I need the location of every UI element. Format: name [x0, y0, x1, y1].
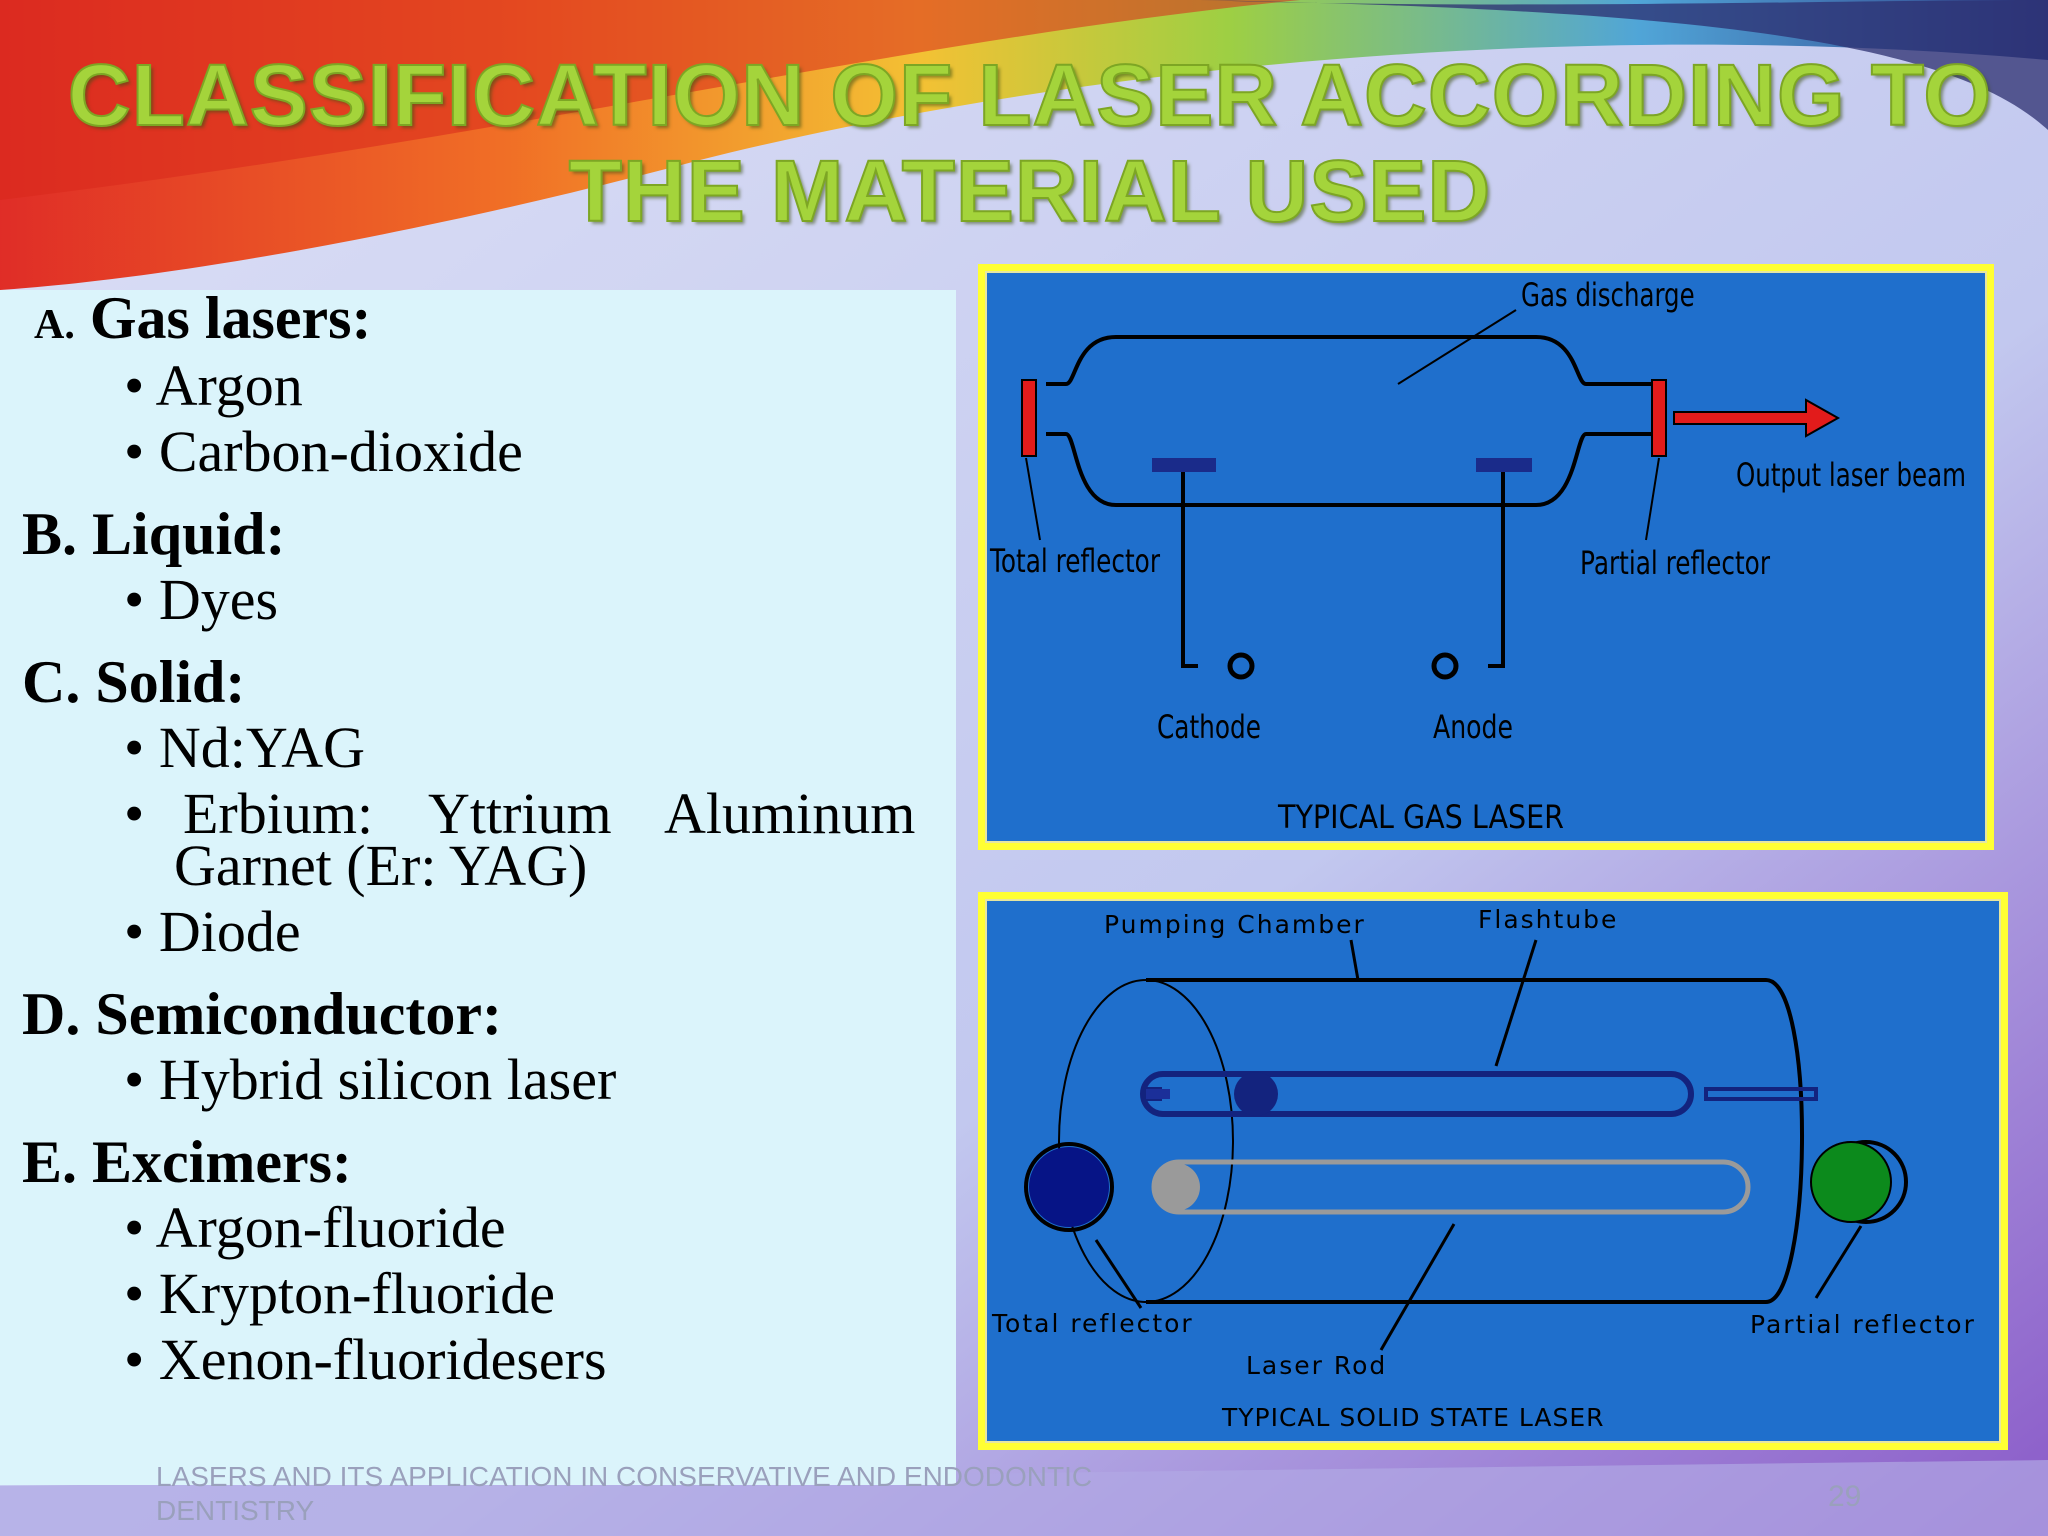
list-item-word: Yttrium — [428, 781, 612, 846]
title-line-2: THE MATERIAL USED — [568, 143, 1492, 241]
chamber-end — [1058, 979, 1234, 1303]
list-item: • Argon — [124, 353, 303, 418]
label-pumping-chamber: Pumping Chamber — [1104, 910, 1366, 939]
total-reflector-shape — [1021, 379, 1037, 457]
cathode-plate — [1152, 458, 1216, 472]
list-item: • Carbon-dioxide — [124, 419, 523, 484]
footer-line-2: DENTISTRY — [156, 1495, 315, 1526]
label-cathode: Cathode — [1157, 708, 1261, 746]
label-total-reflector: Total reflector — [989, 542, 1160, 580]
page-number: 29 — [1828, 1480, 1862, 1513]
solid-state-laser-diagram: Pumping Chamber Flashtube Total reflecto… — [978, 892, 2008, 1450]
title-line-1: CLASSIFICATION OF LASER ACCORDING TO — [67, 47, 1993, 145]
list-item: • Argon-fluoride — [124, 1195, 506, 1260]
list-item-continuation: Garnet (Er: YAG) — [174, 833, 588, 898]
list-item: • — [124, 781, 145, 846]
heading-gas-lasers: A. Gas lasers: — [34, 284, 371, 353]
label-output-beam: Output laser beam — [1736, 456, 1966, 494]
label-total-reflector: Total reflector — [991, 1309, 1194, 1338]
label-partial-reflector: Partial reflector — [1750, 1310, 1976, 1339]
label-laser-rod: Laser Rod — [1246, 1351, 1387, 1380]
list-item: • Krypton-fluoride — [124, 1261, 556, 1326]
list-item: • Xenon-fluoridesers — [124, 1327, 607, 1392]
heading-semiconductor: D. Semiconductor: — [22, 981, 502, 1047]
label-flashtube: Flashtube — [1478, 905, 1618, 934]
heading-letter-a: A. — [34, 302, 75, 348]
total-reflector-shape — [1029, 1147, 1109, 1227]
heading-liquid: B. Liquid: — [22, 501, 286, 567]
anode-terminal — [1431, 652, 1459, 680]
output-beam-arrow — [1673, 398, 1841, 438]
classification-panel — [0, 290, 956, 1485]
list-item: • Nd:YAG — [124, 715, 366, 780]
heading-solid: C. Solid: — [22, 649, 246, 715]
list-item: • Hybrid silicon laser — [124, 1047, 617, 1112]
list-item: • Dyes — [124, 567, 279, 632]
gas-diagram-caption: TYPICAL GAS LASER — [1277, 798, 1564, 836]
slide-footer: LASERS AND ITS APPLICATION IN CONSERVATI… — [156, 1460, 1092, 1528]
list-item-word: Erbium: — [183, 781, 374, 846]
partial-reflector-shape — [1651, 379, 1667, 457]
heading-gas-title: Gas lasers: — [89, 285, 372, 351]
label-partial-reflector: Partial reflector — [1580, 544, 1771, 582]
label-gas-discharge: Gas discharge — [1521, 277, 1695, 315]
flashtube-end — [1234, 1072, 1278, 1116]
list-item-word: Aluminum — [664, 781, 916, 846]
heading-excimers: E. Excimers: — [22, 1129, 352, 1195]
partial-reflector-shape — [1810, 1141, 1892, 1223]
footer-line-1: LASERS AND ITS APPLICATION IN CONSERVATI… — [156, 1461, 1093, 1492]
label-anode: Anode — [1433, 708, 1513, 746]
list-item: • Diode — [124, 899, 301, 964]
gas-laser-diagram: Gas discharge Output laser beam Total re… — [978, 264, 1994, 850]
cathode-terminal — [1227, 652, 1255, 680]
slide-title: CLASSIFICATION OF LASER ACCORDING TO THE… — [20, 47, 2040, 241]
anode-plate — [1476, 458, 1532, 472]
solid-diagram-caption: TYPICAL SOLID STATE LASER — [1221, 1403, 1604, 1432]
